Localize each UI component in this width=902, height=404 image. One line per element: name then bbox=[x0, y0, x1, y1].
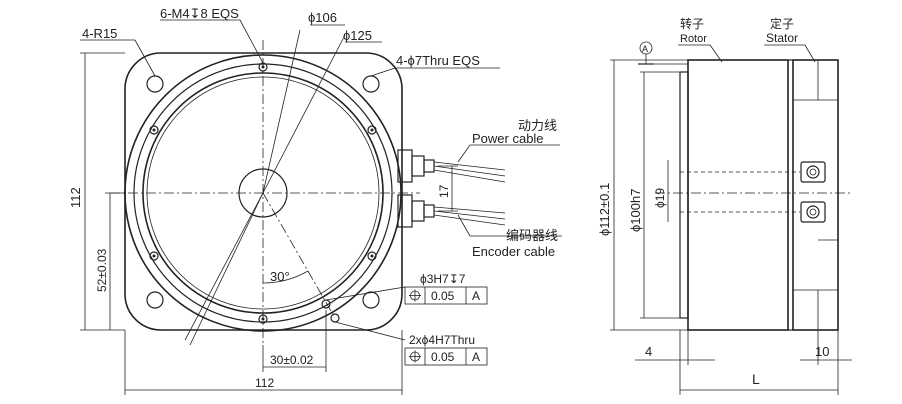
encoder-cable-cn: 编码器线 bbox=[506, 228, 558, 243]
side-dim-L: L bbox=[752, 371, 760, 387]
encoder-cable-en: Encoder cable bbox=[472, 244, 555, 259]
power-cable-cn: 动力线 bbox=[518, 118, 557, 133]
rotor-label-en: Rotor bbox=[680, 33, 707, 45]
position-tolerance-icon bbox=[409, 289, 421, 302]
pin-hole-tolerance: ϕ3H7↧7 0.05 A bbox=[404, 272, 488, 305]
side-view: A 转子 Rotor 定子 Stator bbox=[610, 16, 852, 395]
side-pilot-dia: ϕ100h7 bbox=[628, 189, 643, 232]
pin-hole-label: ϕ3H7↧7 bbox=[420, 272, 466, 286]
rotor-body bbox=[687, 59, 789, 331]
slot-holes-tol: 0.05 bbox=[431, 350, 455, 364]
side-dim-10: 10 bbox=[815, 344, 829, 359]
stator-body bbox=[792, 59, 839, 331]
side-connector-2 bbox=[800, 201, 826, 223]
corner-radius-label: 4-R15 bbox=[82, 26, 117, 41]
mount-hole-tl bbox=[146, 75, 164, 93]
tapped-holes-label: 6-M4↧8 EQS bbox=[160, 6, 239, 21]
slot-holes-ref: A bbox=[472, 350, 480, 364]
slot-holes-label: 2xϕ4H7Thru bbox=[409, 333, 475, 347]
mount-hole-bl bbox=[146, 291, 164, 309]
side-bore-dia: ϕ19 bbox=[653, 188, 667, 208]
mount-hole-tr bbox=[362, 75, 380, 93]
front-view bbox=[80, 19, 562, 395]
mount-hole-br bbox=[362, 291, 380, 309]
height-112-label: 112 bbox=[68, 187, 83, 208]
pin-hole-tol: 0.05 bbox=[431, 289, 455, 303]
rotor-label-cn: 转子 bbox=[680, 16, 704, 31]
width-112-label: 112 bbox=[255, 376, 274, 390]
dia-125-label: ϕ125 bbox=[343, 28, 372, 43]
dia-106-label: ϕ106 bbox=[308, 10, 337, 25]
datum-a-label: A bbox=[642, 44, 648, 54]
power-cable-en: Power cable bbox=[472, 131, 544, 146]
center-height-label: 52±0.03 bbox=[95, 248, 109, 292]
position-tolerance-icon-2 bbox=[409, 350, 421, 363]
thru-holes-label: 4-ϕ7Thru EQS bbox=[396, 53, 480, 68]
stator-label-en: Stator bbox=[766, 31, 798, 45]
stator-label-cn: 定子 bbox=[770, 16, 794, 31]
side-overall-dia: ϕ112±0.1 bbox=[597, 183, 612, 236]
datum-a-symbol bbox=[638, 41, 688, 65]
angle-label: 30° bbox=[270, 269, 290, 284]
cable-glands bbox=[397, 149, 506, 228]
cable-spacing-label: 17 bbox=[437, 184, 451, 198]
pin-hole-ref: A bbox=[472, 289, 480, 303]
rotor-pilot bbox=[679, 71, 689, 319]
side-connector-1 bbox=[800, 161, 826, 183]
side-dim-4: 4 bbox=[645, 344, 652, 359]
slot-holes-tolerance: 2xϕ4H7Thru 0.05 A bbox=[404, 333, 488, 366]
pin-spacing-label: 30±0.02 bbox=[270, 353, 314, 367]
